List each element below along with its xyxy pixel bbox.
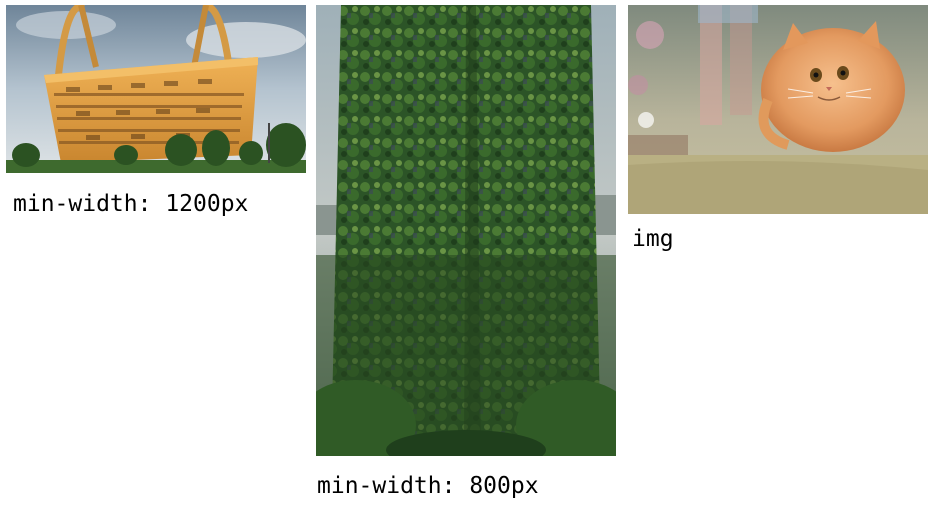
basket-caption: min-width: 1200px [13,191,249,217]
cat-caption: img [632,226,674,252]
basket-building-image [6,5,306,173]
vertical-forest-tower-image [316,5,616,456]
tower-caption: min-width: 800px [317,473,539,499]
flying-cat-image [628,5,928,214]
